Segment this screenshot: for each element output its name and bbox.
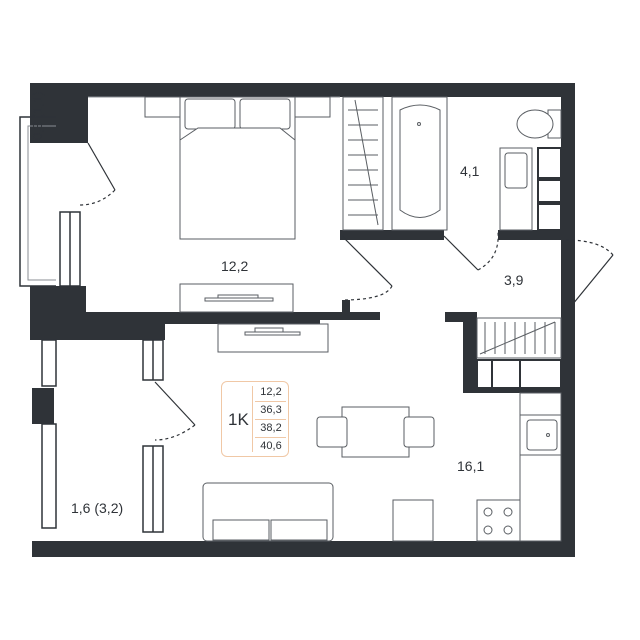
info-separator — [255, 401, 286, 402]
sofa — [202, 482, 334, 542]
bathroom-shelves — [342, 96, 384, 231]
wall-bottom — [32, 541, 575, 557]
wall-kitchen-block — [463, 312, 477, 392]
living-area-label: 16,1 — [457, 458, 485, 474]
info-area-value: 36,3 — [260, 404, 282, 416]
balcony-top — [19, 116, 56, 287]
info-area-value: 38,2 — [260, 422, 282, 434]
info-separator — [255, 437, 286, 438]
bed — [144, 96, 331, 240]
info-area-value: 40,6 — [260, 440, 282, 452]
wall-top — [30, 83, 575, 97]
tv-unit — [217, 323, 329, 353]
info-divider — [252, 386, 253, 452]
hall-wardrobe — [476, 317, 562, 389]
wall-bedroom-living-2 — [165, 312, 320, 324]
kitchen — [392, 392, 562, 542]
wall-bath-left — [340, 230, 444, 240]
walls — [30, 83, 575, 557]
wall-left-bedroom — [30, 83, 88, 143]
windows-balcony-top — [59, 211, 81, 287]
wall-small — [342, 300, 350, 314]
wall-bedroom-living — [30, 312, 165, 340]
dining-table — [316, 406, 435, 458]
wall-right — [561, 83, 575, 557]
door-balcony-top — [79, 142, 116, 206]
wall-bath-right — [498, 230, 564, 240]
toilet — [516, 109, 562, 139]
wall-hall-right — [445, 312, 471, 322]
info-separator — [255, 419, 286, 420]
bedroom-area-label: 12,2 — [221, 258, 249, 274]
door-entrance — [565, 239, 614, 311]
door-bedroom — [341, 235, 393, 301]
balcony-left — [41, 339, 164, 533]
bathroom-area-label: 4,1 — [460, 163, 480, 179]
apartment-type-label: 1K — [228, 410, 249, 429]
apartment-info-card: 1K 12,2 36,3 38,2 40,6 — [221, 381, 289, 457]
washbasin — [499, 147, 562, 231]
bedroom-wardrobe — [179, 283, 294, 313]
wall-stub — [320, 312, 380, 320]
wall-balcony-left-inner — [32, 388, 54, 424]
door-balcony-left — [154, 381, 196, 441]
door-bathroom — [443, 231, 499, 271]
balcony-top-area-label: 0,3 (1,1) — [30, 91, 45, 140]
info-area-value: 12,2 — [260, 386, 282, 398]
hall-area-label: 3,9 — [504, 272, 524, 288]
bathtub — [391, 96, 448, 231]
balcony-left-area-label: 1,6 (3,2) — [71, 500, 124, 516]
